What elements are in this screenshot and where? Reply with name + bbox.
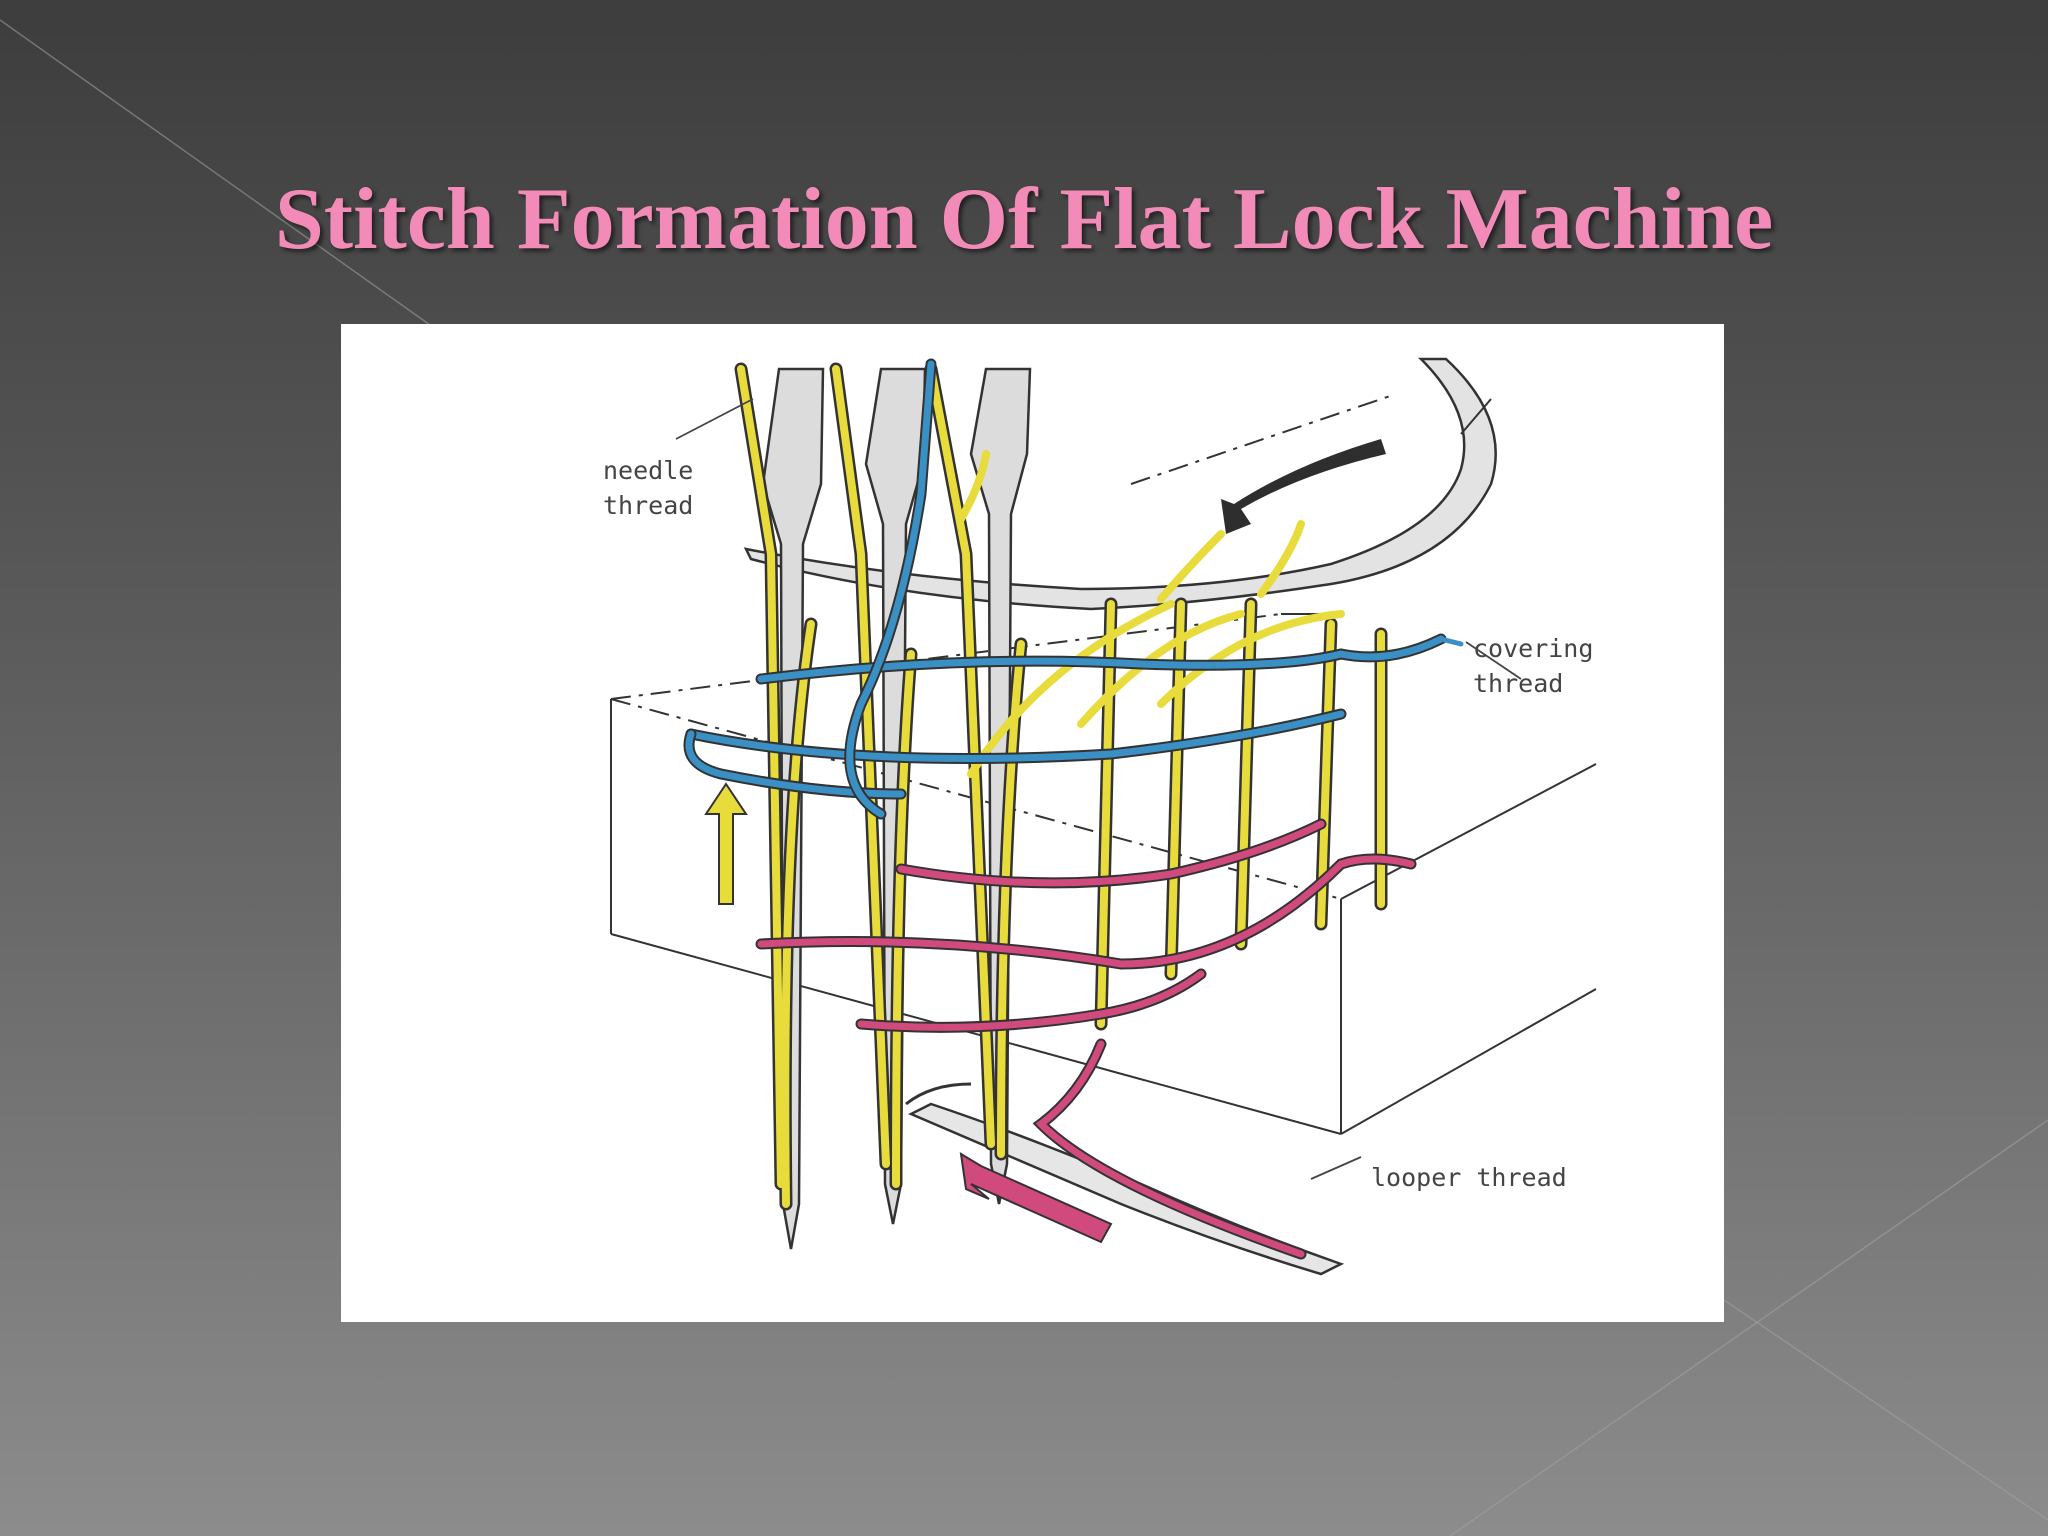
stitch-diagram: needle thread covering thread looper thr…: [341, 324, 1724, 1322]
arrows: [704, 439, 1386, 1244]
needle-thread-label-line2: thread: [603, 491, 693, 520]
covering-thread-label-line2: thread: [1473, 669, 1563, 698]
leader-lines: [675, 398, 1522, 1180]
looper-thread-label: looper thread: [1371, 1163, 1567, 1192]
needle-thread-label-line1: needle: [603, 456, 693, 485]
spreader: [743, 357, 1497, 611]
up-arrow-yellow: [704, 782, 748, 905]
needle-thread-fill: [737, 365, 1385, 1208]
covering-thread: [683, 358, 1464, 820]
slide-title: Stitch Formation Of Flat Lock Machine: [274, 171, 1774, 268]
covering-thread-label-line1: covering: [1473, 634, 1593, 663]
stitch-diagram-drawing: needle thread covering thread looper thr…: [603, 357, 1597, 1276]
looper-thread: [755, 818, 1417, 1260]
arrow-pink: [959, 1152, 1113, 1244]
